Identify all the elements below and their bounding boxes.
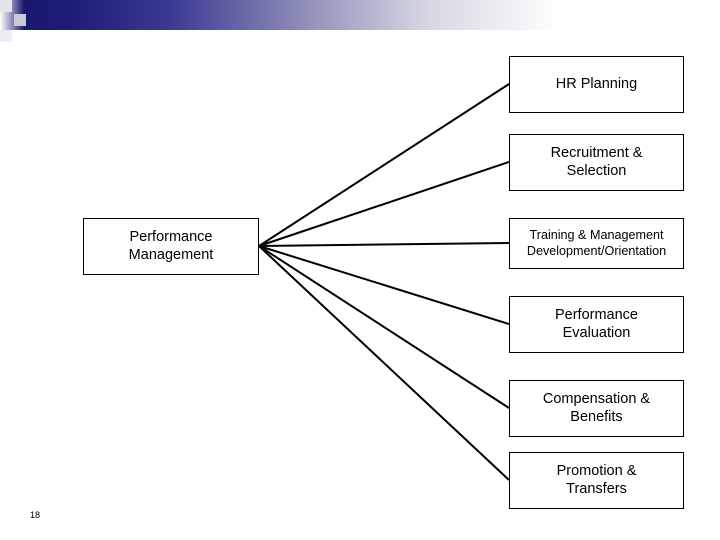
node-training-development: Training & Management Development/Orient… [509,218,684,269]
node-line: Management [128,246,214,263]
node-performance-management: Performance Management [83,218,259,275]
node-line: Evaluation [562,324,631,341]
node-line: Benefits [570,408,623,425]
node-hr-planning: HR Planning [509,56,684,113]
node-compensation-benefits: Compensation & Benefits [509,380,684,437]
node-line: Performance [554,306,638,323]
decoration-square-4 [26,30,42,44]
node-line: Selection [566,162,627,179]
decoration-square-2 [14,14,26,26]
node-line: Promotion & [556,462,637,479]
node-line: Transfers [566,480,627,497]
header-gradient-band [0,0,720,30]
node-line: Development/Orientation [526,243,667,258]
node-line: Recruitment & [550,144,643,161]
node-promotion-transfers: Promotion & Transfers [509,452,684,509]
decoration-square-3 [0,30,12,42]
node-recruitment-selection: Recruitment & Selection [509,134,684,191]
slide-number: 18 [30,510,41,520]
decoration-square-1 [0,0,12,12]
node-line: Training & Management [529,228,664,243]
node-performance-evaluation: Performance Evaluation [509,296,684,353]
node-line: HR Planning [555,75,638,92]
node-line: Performance [129,228,213,245]
node-line: Compensation & [542,390,651,407]
